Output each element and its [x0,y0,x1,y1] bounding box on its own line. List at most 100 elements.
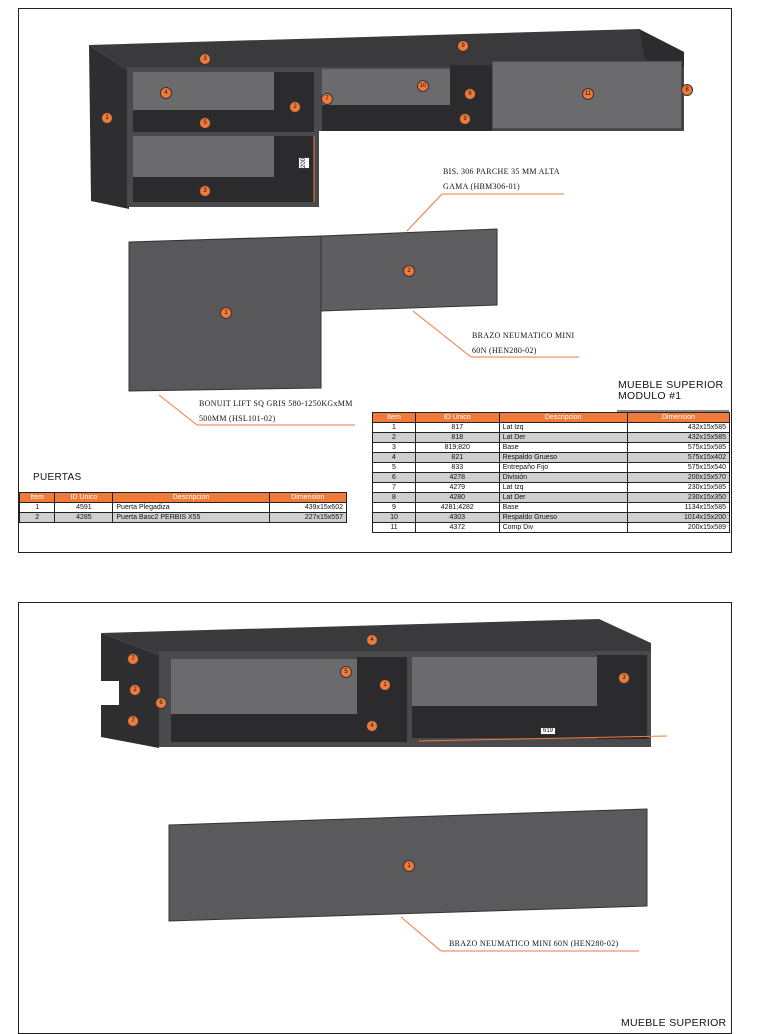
cabinet2-callout-2: 2 [129,684,141,696]
cabinet-drawing-1 [89,29,729,426]
modulo-cell: Comp Div [498,522,628,533]
modulo-cell: Respaldo Grueso [498,452,628,463]
puertas-cell: 2 [18,512,56,523]
modulo-cell: Entrepaño Fijo [498,462,628,473]
modulo-cell: 8 [372,492,416,503]
modulo-cell: 1134x15x585 [626,502,731,513]
cabinet-callout-11: 11 [582,88,594,100]
note-brazo: BRAZO NEUMATICO MINI 60N (HEN280-02) [472,328,574,358]
modulo-header-2: Descripcion [498,412,628,423]
puertas-cell: Puerta Plegadiza [112,502,270,513]
cabinet-callout-1: 1 [101,112,113,124]
modulo-cell: Lat Der [498,432,628,443]
modulo-cell: 575x15x585 [626,442,731,453]
puertas-header-1: ID Unico [54,492,114,503]
cabinet2-callout-5: 5 [340,666,352,678]
puertas-header-0: Item [18,492,56,503]
cabinet-callout-4: 4 [160,87,172,99]
puertas-cell: 1 [18,502,56,513]
module-title: MUEBLE SUPERIOR MODULO #1 [618,380,723,402]
modulo-cell: 4 [372,452,416,463]
modulo-header-0: Item [372,412,416,423]
modulo-cell: 818 [414,432,500,443]
cabinet2-callout-3: 3 [618,672,630,684]
cabinet-callout-3: 3 [199,53,211,65]
door-callout-1: 1 [220,307,232,319]
modulo-cell: 10 [372,512,416,523]
modulo-cell: 833 [414,462,500,473]
cabinet-callout-9: 9 [459,113,471,125]
puertas-title: PUERTAS [33,472,82,483]
cabinet-callout-8: 8 [681,84,693,96]
modulo-cell: 4278 [414,472,500,483]
modulo-cell: Lat Izq [498,482,628,493]
modulo-cell: 817 [414,422,500,433]
modulo-cell: 200x15x570 [626,472,731,483]
modulo-cell: 432x15x585 [626,422,731,433]
note-brazo-line2: 60N (HEN280-02) [472,346,537,355]
note-bisagra-line1: BIS. 306 PARCHE 35 MM ALTA [443,167,560,176]
modulo-cell: 819;820 [414,442,500,453]
puertas-cell: Puerta Basc2 PERBIS X55 [112,512,270,523]
modulo-cell: Respaldo Grueso [498,512,628,523]
modulo-cell: 1 [372,422,416,433]
module-title-2: MUEBLE SUPERIOR [621,1017,727,1029]
modulo-cell: 5 [372,462,416,473]
note-bonuit-line1: BONUIT LIFT SQ GRIS 580-1250KGxMM [199,399,353,408]
cabinet2-callout-7: 7 [127,653,139,665]
cabinet2-callout-7: 7 [127,715,139,727]
modulo-cell: 3 [372,442,416,453]
door-callout-2: 2 [403,265,415,277]
cabinet2-callout-6: 6 [155,697,167,709]
modulo-cell: 200x15x589 [626,522,731,533]
cabinet-drawing-2 [101,619,668,952]
modulo-cell: 11 [372,522,416,533]
cabinet-callout-10: 10 [417,80,429,92]
note-bonuit-line2: 500MM (HSL101-02) [199,414,276,423]
cabinet2-callout-4: 4 [366,720,378,732]
note-bonuit: BONUIT LIFT SQ GRIS 580-1250KGxMM 500MM … [199,396,353,426]
puertas-cell: 227x15x557 [268,512,348,523]
puertas-header-2: Descripcion [112,492,270,503]
note-brazo-2: BRAZO NEUMATICO MINI 60N (HEN280-02) [449,939,619,948]
note-brazo-line1: BRAZO NEUMATICO MINI [472,331,575,340]
modulo-cell: 4372 [414,522,500,533]
modulo-cell: Lat Der [498,492,628,503]
cabinet-callout-7: 7 [321,93,333,105]
module-title-line1: MUEBLE SUPERIOR [618,379,724,391]
cabinet-callout-5: 5 [199,117,211,129]
modulo-cell: 1014x15x200 [626,512,731,523]
modulo-cell: 230x15x350 [626,492,731,503]
modulo-cell: Base [498,442,628,453]
cabinet-callout-6: 6 [464,88,476,100]
modulo-cell: 4279 [414,482,500,493]
modulo-cell: 575x15x540 [626,462,731,473]
modulo-cell: 6 [372,472,416,483]
note-bisagra-line2: GAMA (HBM306-01) [443,182,521,191]
modulo-cell: 4280 [414,492,500,503]
cabinet-callout-2: 2 [289,101,301,113]
modulo-cell: 7 [372,482,416,493]
dimension-label-200: 200 [298,157,310,170]
modulo-header-3: Dimension [626,412,731,423]
modulo-cell: División [498,472,628,483]
cabinet-callout-9: 9 [457,40,469,52]
note-bisagra: BIS. 306 PARCHE 35 MM ALTA GAMA (HBM306-… [443,164,560,194]
modulo-cell: Base [498,502,628,513]
cabinet2-callout-1: 1 [379,679,391,691]
